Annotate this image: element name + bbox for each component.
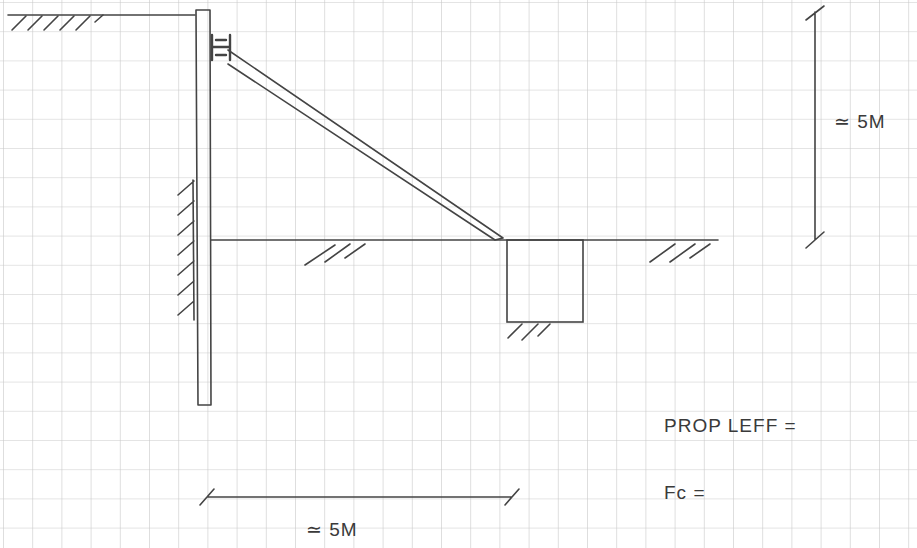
waler-bracket	[212, 35, 230, 60]
formation-line	[211, 239, 718, 241]
width-dimension	[200, 489, 519, 505]
passive-soil-hatch	[178, 180, 194, 320]
sheet-pile	[196, 10, 211, 405]
dimension-label: ≃ 5M	[834, 110, 886, 133]
note-text: Fc =	[664, 482, 705, 504]
raking-prop	[228, 50, 503, 240]
block-base-hatch	[508, 324, 550, 340]
ground-hatch	[12, 15, 103, 30]
height-dimension	[806, 6, 824, 248]
thrust-block	[507, 240, 583, 322]
dimension-label: ≃ 5M	[306, 518, 358, 541]
note-text: PROP LEFF =	[664, 415, 797, 437]
